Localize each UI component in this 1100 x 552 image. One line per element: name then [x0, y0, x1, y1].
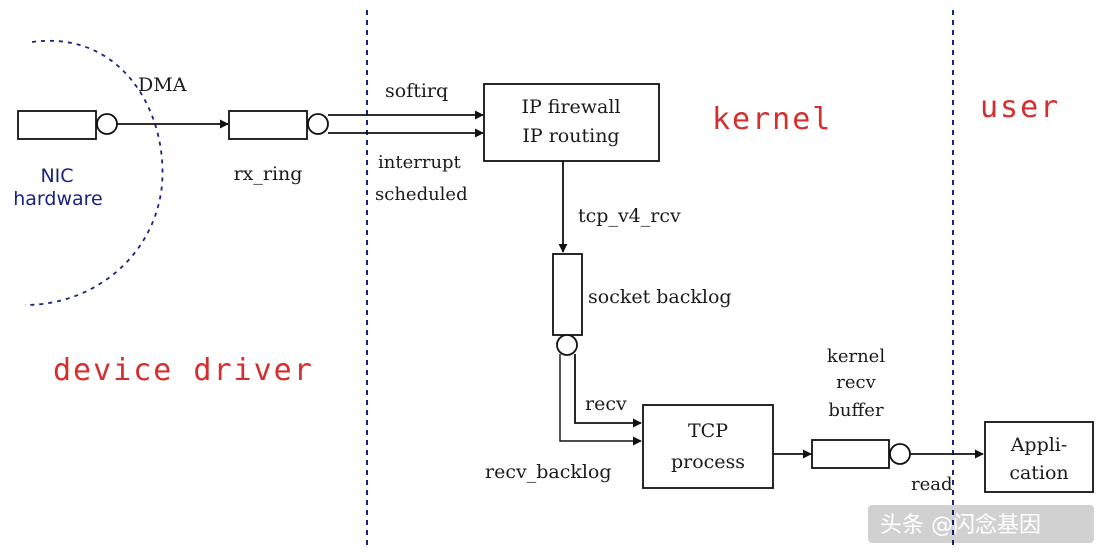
ip-box-line2: IP routing — [522, 125, 619, 147]
dma-label: DMA — [138, 74, 187, 96]
socket-backlog-label: socket backlog — [588, 286, 732, 308]
kernel-recv-buffer-port — [889, 443, 911, 465]
socket-backlog-port — [556, 334, 578, 356]
nic-label-line1: NIC — [40, 165, 73, 187]
app-box-line1: Appli- — [1010, 434, 1068, 456]
nic-label-line2: hardware — [13, 188, 103, 210]
watermark: 头条 @闪念基因 — [880, 513, 1041, 538]
read-label: read — [911, 474, 953, 495]
kbuf-label-line1: kernel — [827, 346, 885, 367]
recv-arrow — [574, 354, 642, 428]
region-kernel: kernel — [712, 102, 832, 137]
watermark-backdrop — [868, 505, 1094, 543]
tcp-v4-rcv-label: tcp_v4_rcv — [578, 205, 681, 227]
interrupt-label-line2: scheduled — [375, 184, 468, 205]
softirq-label: softirq — [385, 80, 448, 102]
ip-box-line1: IP firewall — [521, 96, 620, 118]
tcp-box-line1: TCP — [688, 420, 728, 442]
kernel-recv-buffer-queue — [811, 439, 890, 469]
socket-backlog-queue — [552, 253, 583, 336]
tcp-box-line2: process — [671, 451, 745, 473]
interrupt-label-line1: interrupt — [378, 152, 462, 173]
recv-backlog-label: recv_backlog — [485, 461, 612, 483]
kbuf-label-line2: recv — [836, 372, 876, 393]
nic-queue — [17, 110, 97, 140]
rx-ring-queue — [228, 110, 308, 140]
recv-label: recv — [585, 393, 627, 415]
ip-firewall-routing-box — [483, 83, 660, 162]
region-user: user — [980, 90, 1060, 125]
app-box-line2: cation — [1009, 462, 1068, 484]
rx-ring-label: rx_ring — [234, 163, 303, 185]
application-box — [984, 421, 1094, 493]
region-device-driver: device driver — [53, 353, 314, 388]
nic-queue-port — [96, 113, 118, 135]
recv-backlog-arrow — [559, 354, 642, 446]
kbuf-label-line3: buffer — [828, 400, 884, 421]
tcp-process-box — [642, 404, 774, 489]
rx-ring-port — [307, 113, 329, 135]
